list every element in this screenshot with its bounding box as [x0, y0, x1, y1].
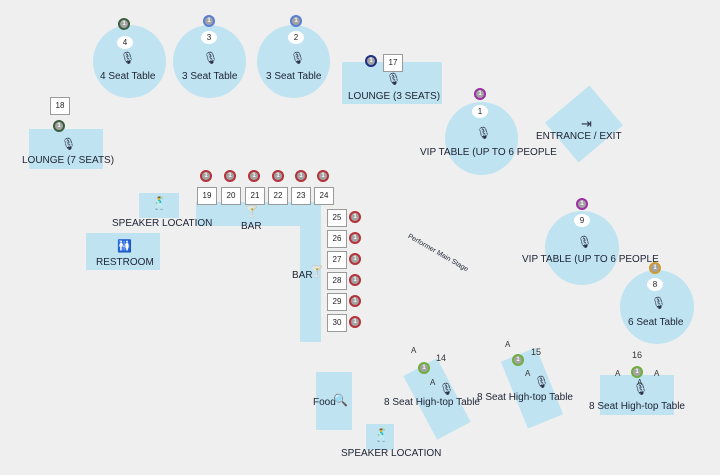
vip-table-9-number: 9 — [574, 214, 590, 227]
speaker-location-bottom-label: SPEAKER LOCATION — [341, 448, 442, 459]
bar-seat-number: 22 — [268, 187, 288, 205]
bar-top-label: BAR — [241, 221, 262, 232]
lounge-3-number: 17 — [383, 54, 403, 72]
hightop-15-seat-badge[interactable]: 1 — [512, 354, 524, 366]
bar-seat-badge[interactable]: 1 — [349, 295, 361, 307]
vip-table-1-number: 1 — [472, 105, 488, 118]
lounge-7-number: 18 — [50, 97, 70, 115]
lounge-3-seat-badge[interactable]: 1 — [365, 55, 377, 67]
food-search-icon: 🔍 — [333, 393, 348, 407]
bar-seat-badge[interactable]: 1 — [349, 232, 361, 244]
table-8-number: 8 — [647, 278, 663, 291]
seat-letter: A — [505, 340, 511, 349]
bar-seat-number: 25 — [327, 209, 347, 227]
hightop-14-number: 14 — [436, 353, 447, 363]
speaker-location-bottom-shape — [366, 424, 394, 450]
stage-label: Performer Main Stage — [406, 233, 470, 274]
entrance-label: ENTRANCE / EXIT — [536, 131, 622, 142]
hightop-16-shape[interactable] — [600, 375, 674, 415]
bar-seat-number: 29 — [327, 293, 347, 311]
exit-door-icon: ⇥ — [581, 116, 592, 131]
hightop-14-seat-badge[interactable]: 1 — [418, 362, 430, 374]
seat-letter: A — [615, 369, 621, 378]
bar-seat-badge[interactable]: 1 — [349, 274, 361, 286]
bar-seat-badge[interactable]: 1 — [349, 253, 361, 265]
restroom-shape[interactable] — [86, 233, 160, 270]
microphone-icon: 🎙 — [120, 51, 136, 65]
vip-table-9-seat-badge[interactable]: 1 — [576, 198, 588, 210]
table-3-seat-badge[interactable]: 1 — [203, 15, 215, 27]
bar-seat-badge[interactable]: 1 — [200, 170, 212, 182]
table-3-number: 3 — [201, 31, 217, 44]
bar-seat-number: 28 — [327, 272, 347, 290]
restroom-icon: 🚻 — [117, 239, 132, 253]
seat-letter: A — [430, 378, 436, 387]
seat-letter: A — [525, 369, 531, 378]
speaker-location-top-label: SPEAKER LOCATION — [112, 218, 213, 229]
hightop-16-number: 16 — [632, 350, 643, 360]
bar-seat-badge[interactable]: 1 — [349, 316, 361, 328]
table-2-label: 3 Seat Table — [266, 71, 322, 82]
bar-seat-number: 20 — [221, 187, 241, 205]
table-8-label: 6 Seat Table — [628, 317, 684, 328]
microphone-icon: 🎙 — [633, 382, 649, 396]
seat-letter: A — [411, 346, 417, 355]
microphone-icon: 🎙 — [61, 137, 77, 151]
bar-seat-number: 27 — [327, 251, 347, 269]
table-2-number: 2 — [288, 31, 304, 44]
vip-table-1-label: VIP TABLE (UP TO 6 PEOPLE — [420, 147, 557, 158]
vip-table-9-label: VIP TABLE (UP TO 6 PEOPLE — [522, 254, 659, 265]
bar-side-label: BAR — [292, 270, 313, 281]
microphone-icon: 🎙 — [290, 51, 306, 65]
lounge-7-seat-badge[interactable]: 1 — [53, 120, 65, 132]
hightop-15-label: 8 Seat High-top Table — [477, 392, 573, 403]
bar-seat-number: 24 — [314, 187, 334, 205]
hightop-14-label: 8 Seat High-top Table — [384, 397, 480, 408]
microphone-icon: 🎙 — [439, 382, 455, 396]
hightop-16-seat-badge[interactable]: 1 — [631, 366, 643, 378]
bar-seat-badge[interactable]: 1 — [272, 170, 284, 182]
table-3-label: 3 Seat Table — [182, 71, 238, 82]
table-8-seat-badge[interactable]: 1 — [649, 262, 661, 274]
table-2-seat-badge[interactable]: 1 — [290, 15, 302, 27]
restroom-label: RESTROOM — [96, 257, 154, 268]
hightop-15-number: 15 — [531, 347, 542, 357]
microphone-icon: 🎙 — [577, 235, 593, 249]
speaker-location-top-shape — [139, 193, 179, 218]
cocktail-icon: 🍸 — [310, 266, 324, 278]
seat-letter: A — [654, 369, 660, 378]
bar-seat-number: 21 — [245, 187, 265, 205]
microphone-icon: 🎙 — [476, 126, 492, 140]
bar-seat-badge[interactable]: 1 — [349, 211, 361, 223]
hightop-15-shape[interactable] — [500, 347, 564, 429]
speaker-person-icon: 🕺 — [152, 196, 167, 210]
food-area-shape[interactable] — [316, 372, 352, 430]
lounge-7-shape[interactable] — [29, 129, 103, 169]
table-4-seat-badge[interactable]: 1 — [118, 18, 130, 30]
microphone-icon: 🎙 — [386, 72, 402, 86]
speaker-person-icon: 🕺 — [374, 428, 389, 442]
microphone-icon: 🎙 — [651, 296, 667, 310]
bar-seat-badge[interactable]: 1 — [295, 170, 307, 182]
bar-seat-badge[interactable]: 1 — [317, 170, 329, 182]
table-4-number: 4 — [117, 36, 133, 49]
bar-seat-number: 30 — [327, 314, 347, 332]
table-4-label: 4 Seat Table — [100, 71, 156, 82]
bar-seat-badge[interactable]: 1 — [248, 170, 260, 182]
microphone-icon: 🎙 — [534, 375, 550, 389]
hightop-16-label: 8 Seat High-top Table — [589, 401, 685, 412]
bar-seat-number: 19 — [197, 187, 217, 205]
bar-counter-side — [300, 202, 321, 342]
bar-seat-badge[interactable]: 1 — [224, 170, 236, 182]
lounge-3-label: LOUNGE (3 SEATS) — [348, 91, 441, 102]
lounge-7-label: LOUNGE (7 SEATS) — [22, 155, 115, 166]
microphone-icon: 🎙 — [203, 51, 219, 65]
bar-seat-number: 23 — [291, 187, 311, 205]
food-label: Food — [313, 397, 336, 408]
cocktail-icon: 🍸 — [245, 206, 259, 218]
seat-letter: A — [637, 378, 643, 387]
bar-seat-number: 26 — [327, 230, 347, 248]
vip-table-1-seat-badge[interactable]: 1 — [474, 88, 486, 100]
